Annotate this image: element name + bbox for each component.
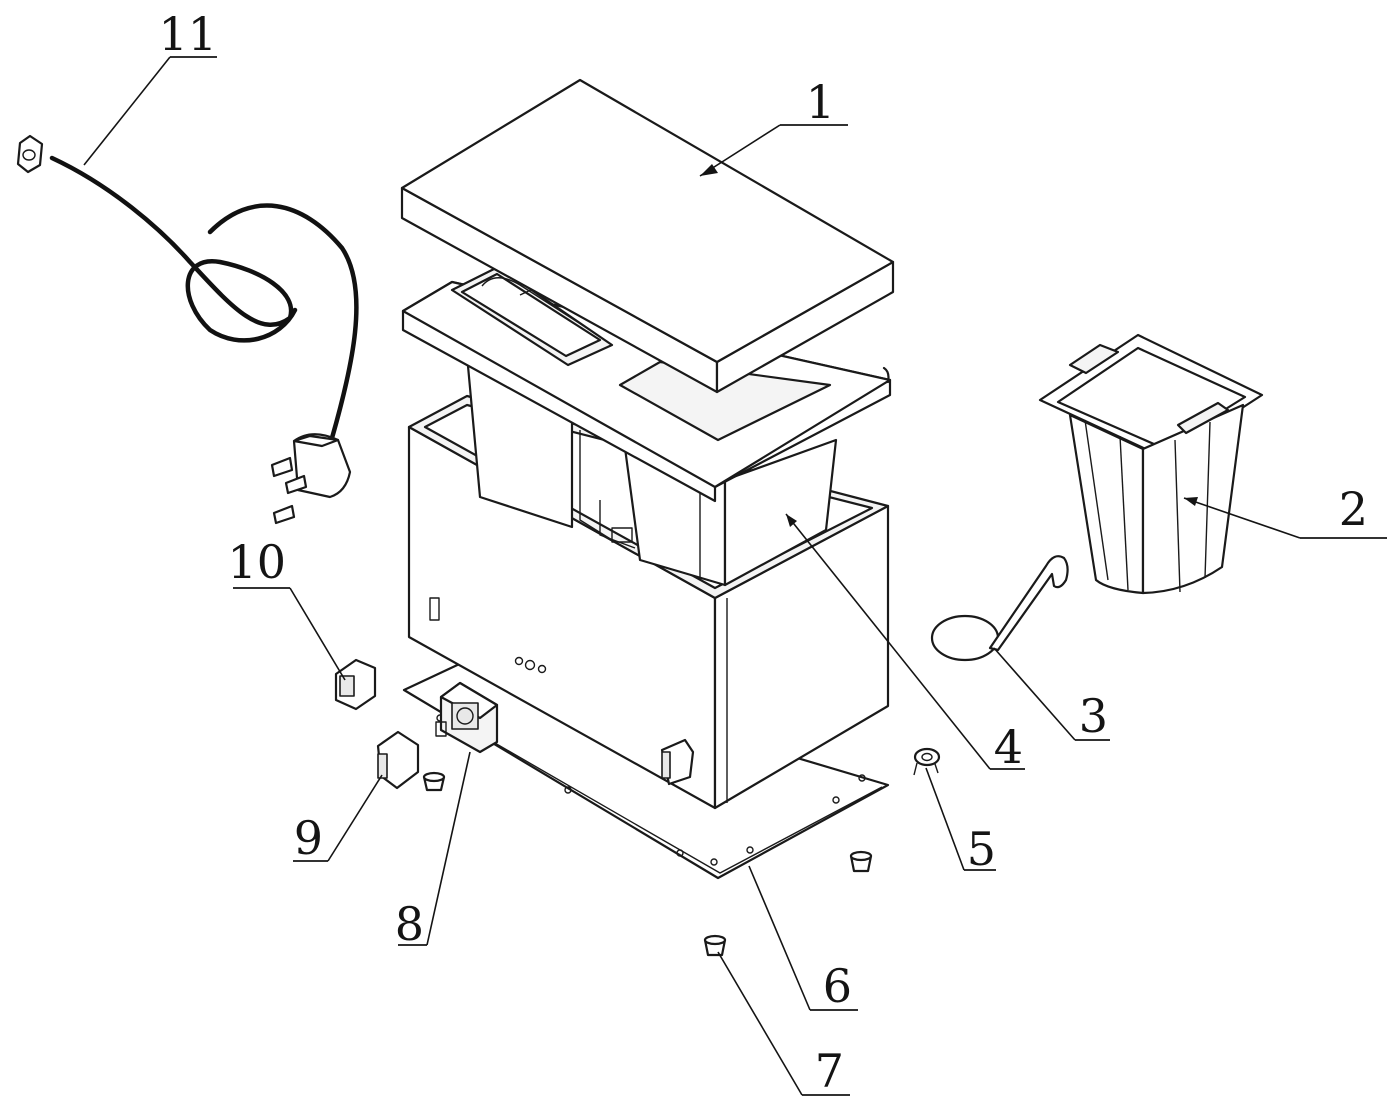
part-label-10: 10: [227, 535, 286, 589]
ladle: [930, 555, 1069, 662]
part-label-8: 8: [395, 897, 424, 951]
part-label-11: 11: [158, 7, 217, 61]
part-label-7: 7: [815, 1044, 844, 1098]
rubber-feet: [422, 771, 873, 957]
switch: [334, 658, 377, 711]
part-label-2: 2: [1339, 482, 1368, 536]
part-label-6: 6: [823, 959, 852, 1013]
thermostat-part: [913, 747, 941, 776]
part-label-5: 5: [967, 822, 996, 876]
housing-knob: [660, 738, 695, 786]
basket: [1038, 333, 1264, 595]
inner-liner: [401, 265, 892, 587]
leader-lines: [83, 56, 1387, 1096]
control-module: [435, 681, 499, 754]
power-cord: [16, 134, 359, 525]
lid: [400, 78, 895, 394]
knob: [376, 730, 420, 790]
part-label-9: 9: [294, 811, 323, 865]
part-label-4: 4: [994, 720, 1023, 774]
part-label-3: 3: [1079, 689, 1108, 743]
part-labels: 1 2 3 4 5 6 7 8 9 10 11: [158, 7, 1368, 1098]
part-label-1: 1: [806, 75, 835, 129]
